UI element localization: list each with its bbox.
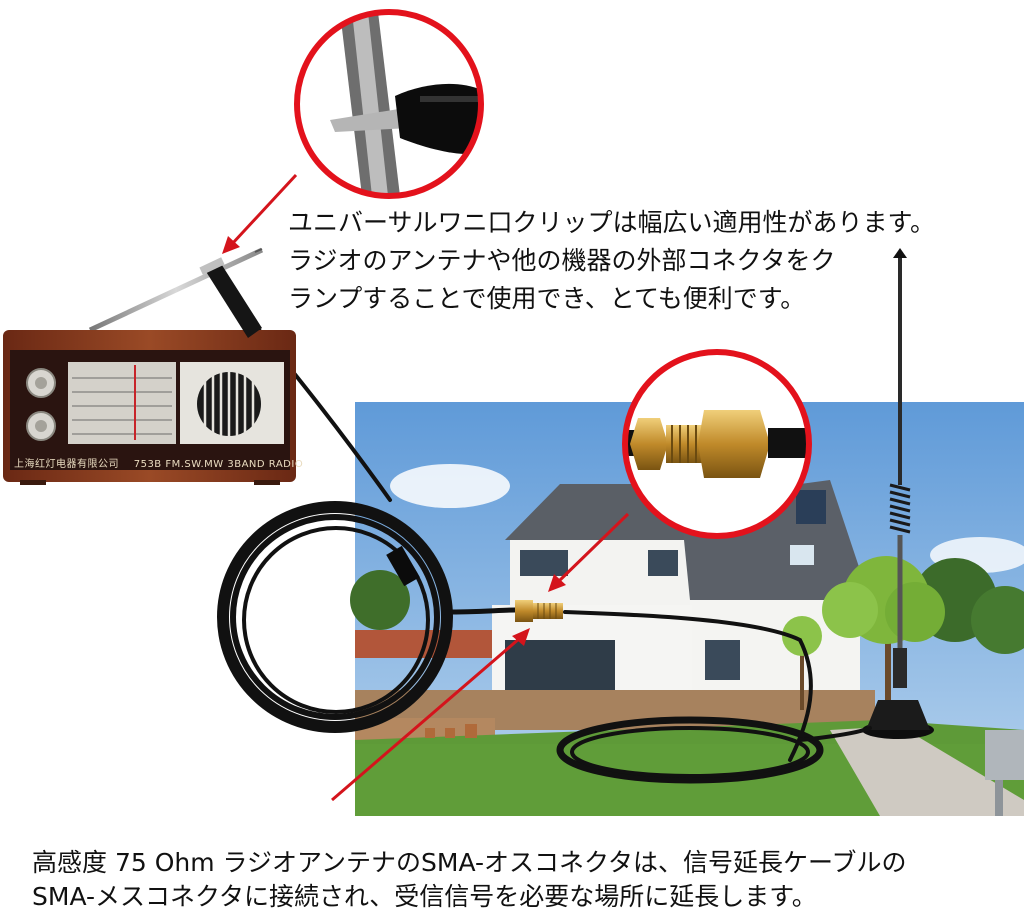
connector-description-line: SMA-メスコネクタに接続され、受信信号を必要な場所に延長します。 [32,882,817,911]
clip-description-line: ユニバーサルワニ口クリップは幅広い適用性があります。 [288,208,936,237]
radio-nameplate: 上海红灯电器有限公司 753B FM.SW.MW 3BAND RADIO [14,455,303,470]
alligator-clip [199,257,262,338]
clip-description: ユニバーサルワニ口クリップは幅広い適用性があります。 ラジオのアンテナや他の機器… [288,204,1020,318]
clip-description-line: ラジオのアンテナや他の機器の外部コネクタをク [288,246,836,275]
sma-closeup-callout [622,349,812,539]
radio-brand: 上海红灯电器有限公司 [14,459,119,470]
pointer-arrows [222,173,630,802]
radio-model: 753B FM.SW.MW 3BAND RADIO [133,459,304,470]
vintage-radio [3,247,296,485]
connector-description-line: 高感度 75 Ohm ラジオアンテナのSMA-オスコネクタは、信号延長ケーブルの [32,848,907,877]
sma-connector [515,600,563,622]
connector-description: 高感度 75 Ohm ラジオアンテナのSMA-オスコネクタは、信号延長ケーブルの… [32,846,1022,914]
clip-description-line: ランプすることで使用でき、とても便利です。 [288,284,806,313]
clip-closeup-callout [294,9,484,199]
magnetic-antenna [862,248,934,739]
